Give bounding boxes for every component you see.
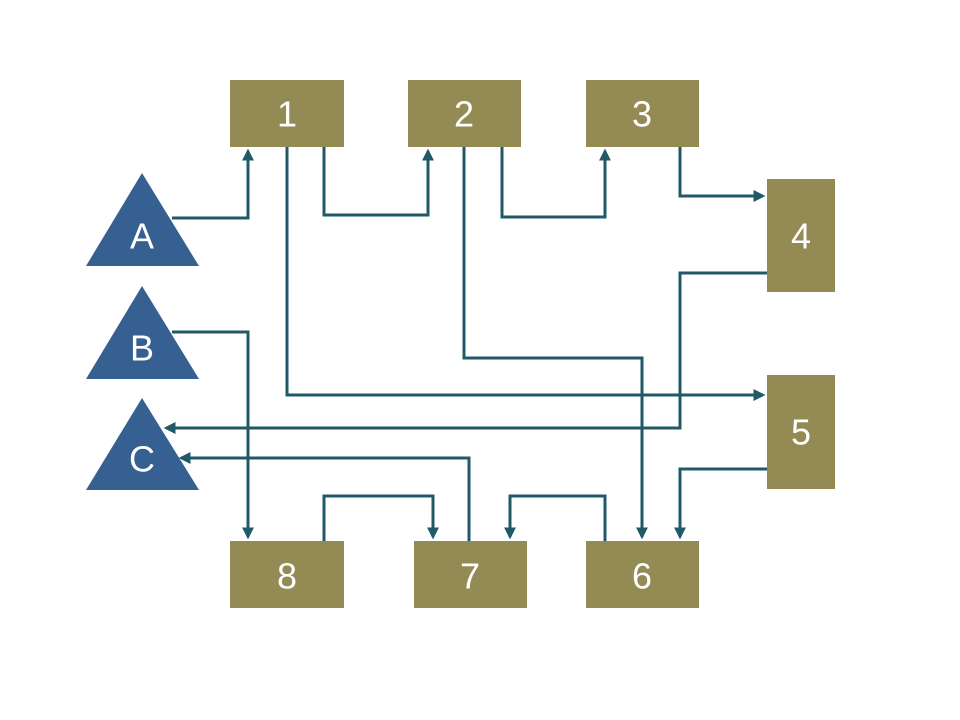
triangle-c-label: C [129,439,155,480]
box-4: 4 [767,179,835,292]
edge-6-to-7 [504,494,607,541]
box-7: 7 [414,541,527,608]
edge-1-to-2 [322,147,434,217]
triangle-b-label: B [130,328,154,369]
triangle-c: C [86,398,199,490]
edge-8-to-7 [322,494,439,541]
edge-a-to-1 [172,148,254,220]
edge-2-to-3 [500,147,611,219]
box-1-label: 1 [277,94,297,135]
edge-3-to-4 [678,147,766,202]
triangle-b: B [86,286,199,379]
box-3: 3 [586,80,699,147]
box-7-label: 7 [460,556,480,597]
triangle-a-label: A [130,216,154,257]
box-2-label: 2 [454,94,474,135]
box-8: 8 [230,541,344,608]
box-2: 2 [408,80,521,147]
box-4-label: 4 [791,216,811,257]
box-5: 5 [767,375,835,489]
triangle-a: A [86,173,199,266]
box-8-label: 8 [277,556,297,597]
box-6-label: 6 [632,556,652,597]
edge-7-to-c [178,452,471,541]
box-3-label: 3 [632,94,652,135]
box-1: 1 [230,80,344,147]
edge-5-to-6 [674,467,767,540]
box-6: 6 [586,541,699,608]
edge-1-to-5 [285,147,766,401]
edge-4-to-c [163,271,767,434]
edge-b-to-8 [172,330,254,540]
edge-2-to-6 [462,147,648,540]
box-5-label: 5 [791,412,811,453]
